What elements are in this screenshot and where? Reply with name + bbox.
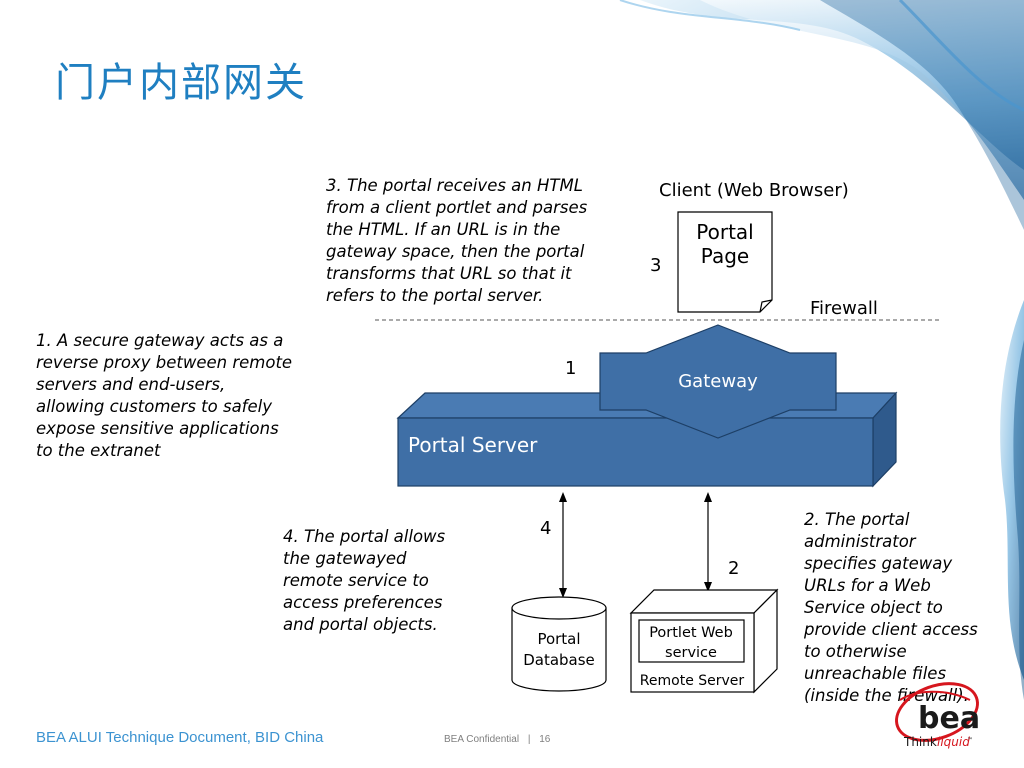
note-4-line: the gatewayed — [283, 549, 407, 568]
note-2-line: to otherwise — [804, 642, 907, 661]
note-1-line: reverse proxy between remote — [36, 353, 293, 372]
footer-confidential: BEA Confidential | 16 — [444, 734, 550, 745]
note-1: 1. A secure gateway acts as a reverse pr… — [36, 330, 292, 462]
bea-logo-wordmark: bea — [918, 701, 980, 736]
portal-page-document: Portal Page — [677, 211, 773, 313]
portlet-web-service-box — [638, 619, 745, 663]
note-4-line: access preferences — [283, 593, 443, 612]
step-1-label: 1 — [565, 358, 577, 379]
note-2-line: provide client access — [804, 620, 978, 639]
footer-separator: | — [527, 734, 531, 745]
note-2: 2. The portal administrator specifies ga… — [804, 509, 978, 707]
note-3-line: refers to the portal server. — [326, 286, 544, 305]
portal-database-line1: Portal — [537, 630, 580, 648]
step-3-label: 3 — [650, 255, 662, 276]
note-3-line: gateway space, then the portal — [326, 242, 585, 261]
gateway-arrow: Gateway — [599, 324, 837, 439]
note-2-line: 2. The portal — [804, 510, 910, 529]
footer-confidential-text: BEA Confidential — [444, 734, 520, 745]
note-2-line: unreachable files — [804, 664, 947, 683]
remote-server-label: Remote Server — [640, 673, 745, 689]
portal-server-label: Portal Server — [408, 433, 538, 457]
bea-logo-tm: ™ — [967, 737, 973, 744]
note-1-line: servers and end-users, — [36, 375, 226, 394]
remote-connector-arrow — [704, 492, 712, 592]
portlet-web-service-line2: service — [665, 645, 717, 661]
bea-logo-swirl-icon — [895, 682, 979, 742]
note-2-line: administrator — [804, 532, 916, 551]
note-2-line: (inside the firewall). — [804, 686, 969, 705]
page-title: 门户内部网关 — [55, 60, 307, 106]
note-4-line: and portal objects. — [283, 615, 438, 634]
note-2-line: specifies gateway — [804, 554, 953, 573]
portal-page-line2: Page — [701, 244, 749, 268]
portal-page-line1: Portal — [696, 220, 753, 244]
client-label: Client (Web Browser) — [659, 180, 849, 201]
gateway-label: Gateway — [678, 371, 758, 392]
note-3-line: from a client portlet and parses — [326, 198, 588, 217]
note-4-line: 4. The portal allows — [283, 527, 446, 546]
note-2-line: Service object to — [804, 598, 943, 617]
portal-database-cylinder: Portal Database — [511, 596, 607, 692]
footer-page-number: 16 — [539, 734, 551, 745]
database-connector-arrow — [559, 492, 567, 598]
step-4-label: 4 — [540, 518, 552, 539]
bea-logo-liquid: liquid — [937, 735, 970, 749]
step-2-label: 2 — [728, 558, 740, 579]
note-1-line: to the extranet — [36, 441, 161, 460]
note-3-line: the HTML. If an URL is in the — [326, 220, 561, 239]
note-4-line: remote service to — [283, 571, 429, 590]
note-1-line: expose sensitive applications — [36, 419, 279, 438]
note-3: 3. The portal receives an HTML from a cl… — [326, 175, 587, 307]
bea-logo-think: Think — [903, 735, 937, 749]
remote-server-box: Portlet Web service Remote Server — [629, 588, 779, 694]
portlet-web-service-line1: Portlet Web — [649, 625, 733, 641]
firewall-label: Firewall — [810, 298, 878, 319]
note-1-line: allowing customers to safely — [36, 397, 272, 416]
note-3-line: 3. The portal receives an HTML — [326, 176, 583, 195]
footer-document-title: BEA ALUI Technique Document, BID China — [36, 729, 324, 746]
note-1-line: 1. A secure gateway acts as a — [36, 331, 284, 350]
portal-database-line2: Database — [523, 651, 595, 669]
note-3-line: transforms that URL so that it — [326, 264, 572, 283]
note-2-line: URLs for a Web — [804, 576, 931, 595]
note-4: 4. The portal allows the gatewayed remot… — [283, 526, 445, 636]
